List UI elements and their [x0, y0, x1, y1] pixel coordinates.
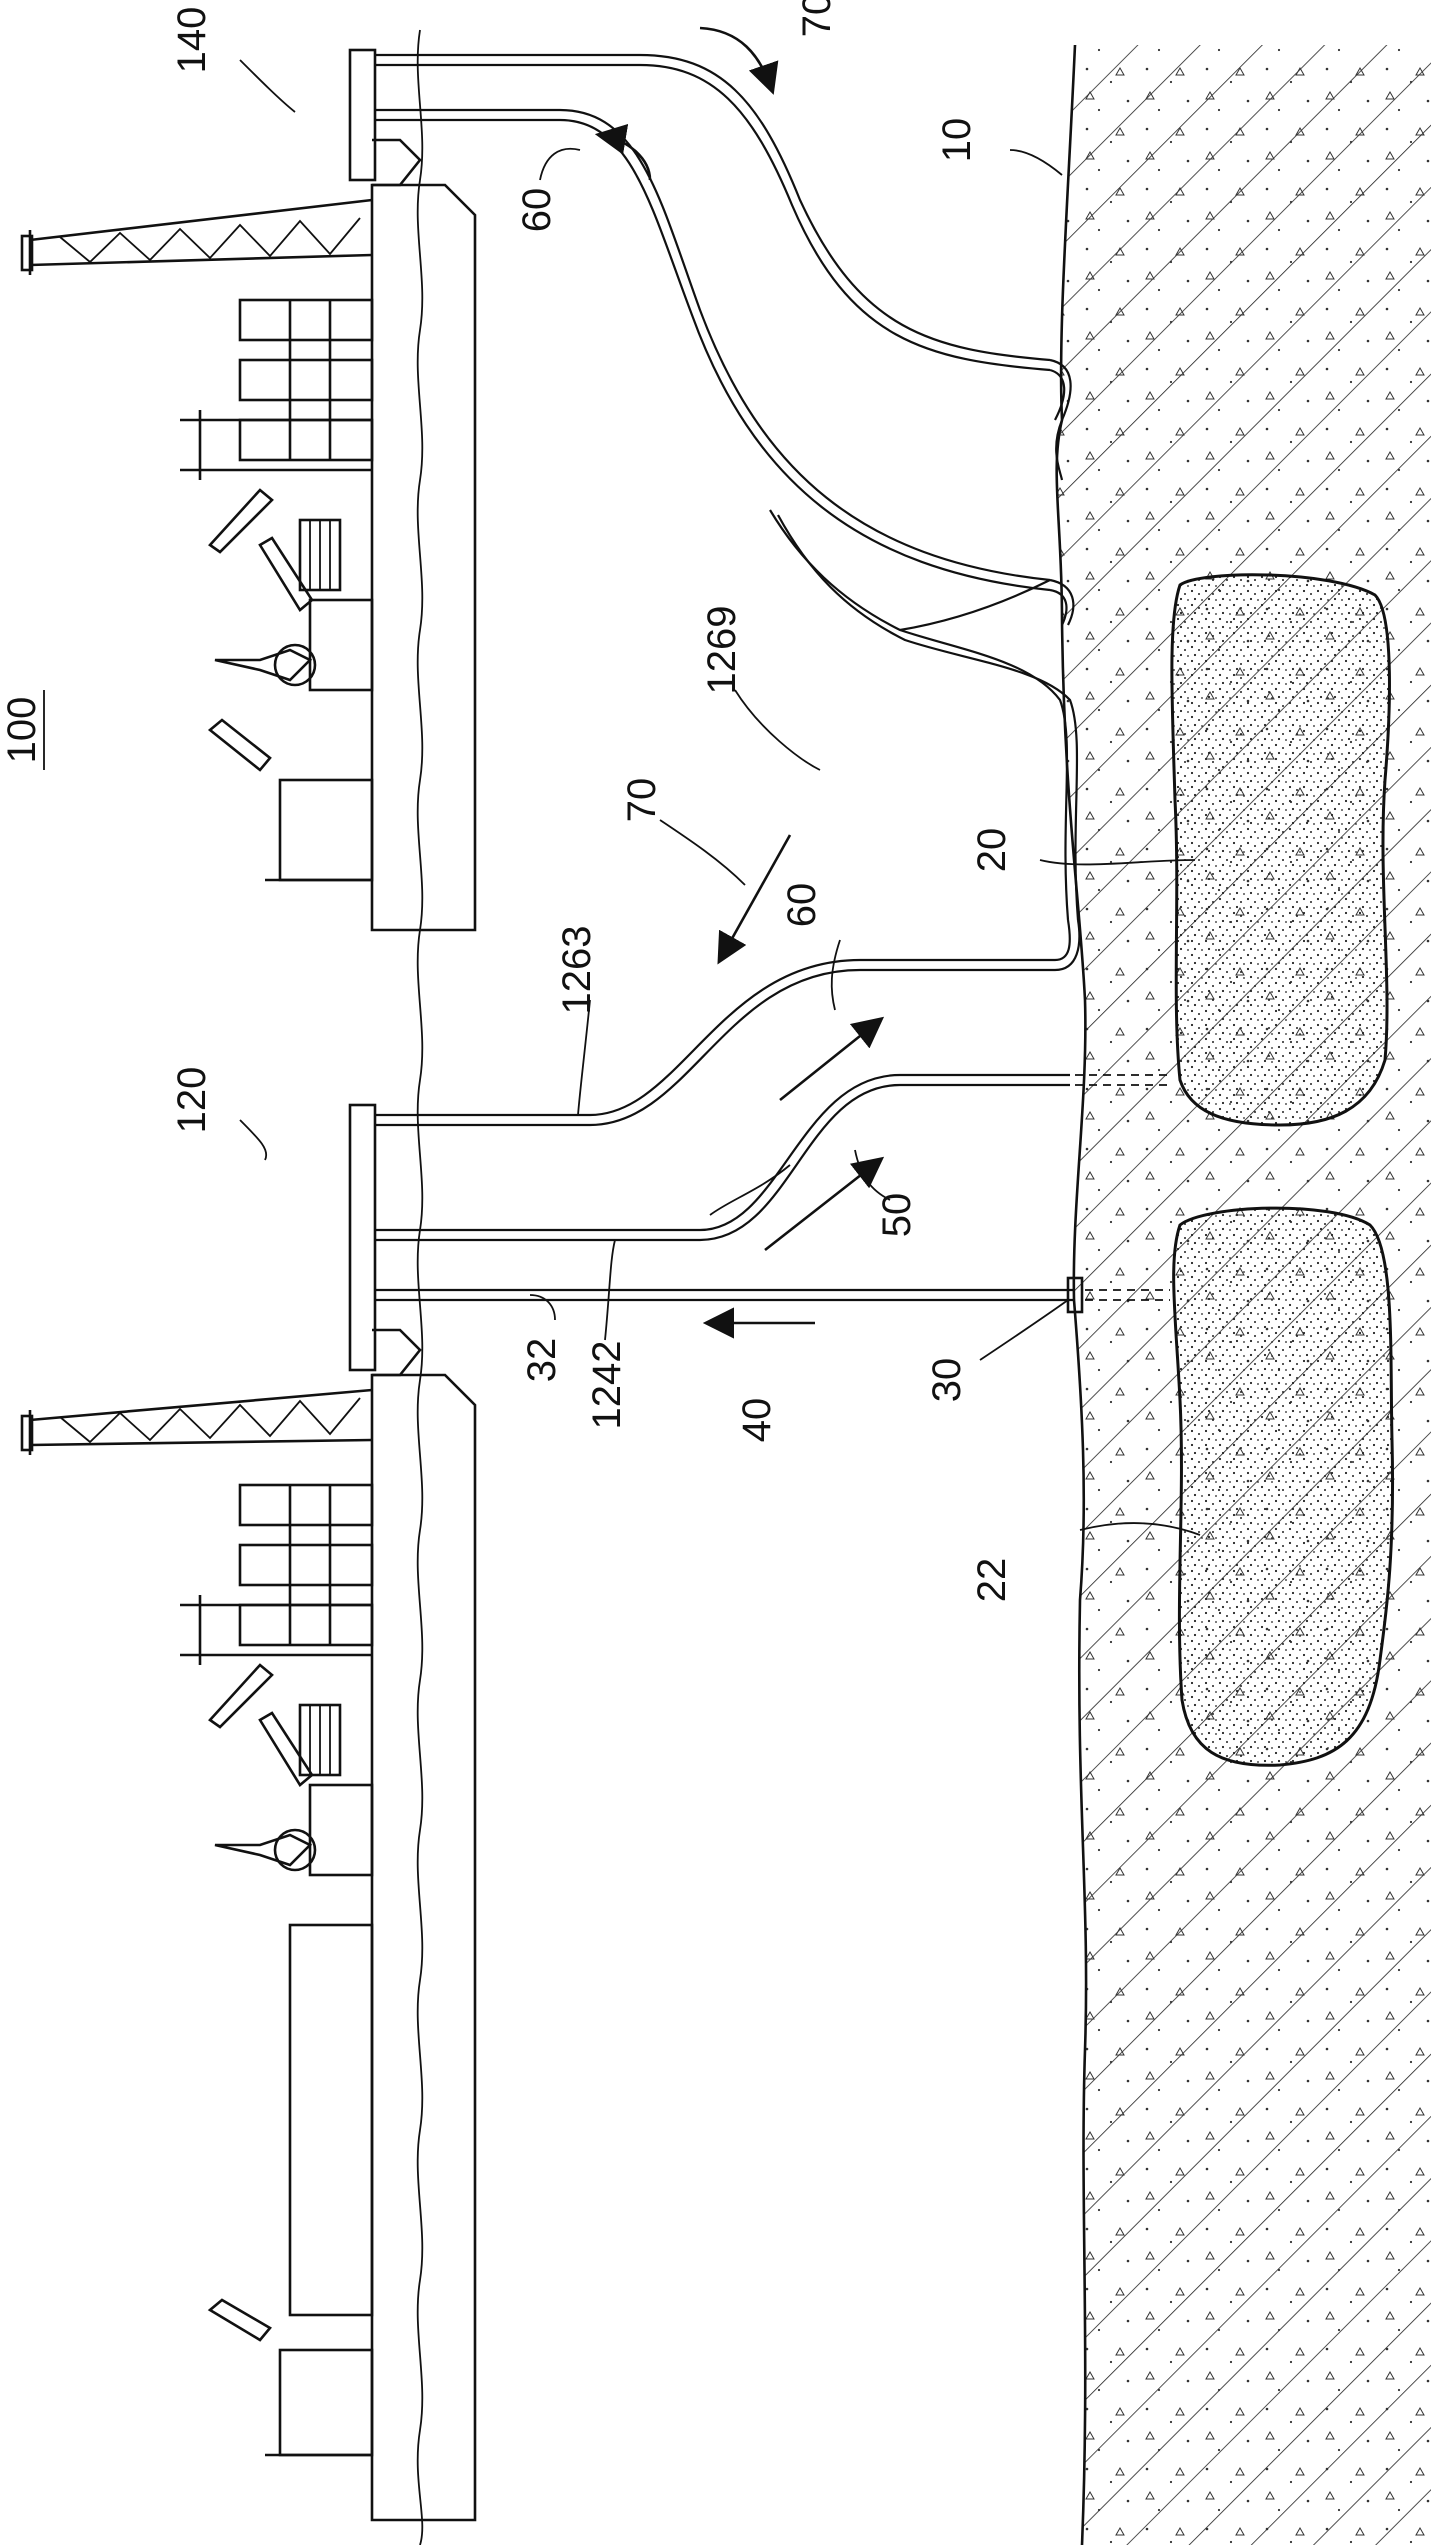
leader-lines	[240, 60, 1200, 1535]
arrow-70-upper	[700, 28, 772, 90]
label-120: 120	[170, 1067, 214, 1134]
derrick-upper	[22, 200, 372, 275]
vessel-lower	[22, 1105, 475, 2520]
label-70-upper: 70	[795, 0, 839, 37]
label-1242: 1242	[585, 1341, 629, 1430]
label-40: 40	[735, 1398, 779, 1443]
reservoir-lower	[1174, 1208, 1393, 1765]
arrow-60-lower	[780, 1020, 880, 1100]
label-70-lower: 70	[620, 778, 664, 823]
label-100: 100	[0, 697, 44, 764]
label-30: 30	[925, 1358, 969, 1403]
label-1269: 1269	[700, 606, 744, 695]
label-22: 22	[970, 1558, 1014, 1603]
riser-system	[375, 55, 1170, 1312]
label-60-lower: 60	[780, 883, 824, 928]
vessel-upper	[22, 50, 475, 930]
label-50: 50	[875, 1193, 919, 1238]
reservoir-upper	[1172, 575, 1390, 1125]
sea-surface	[418, 30, 423, 2545]
label-32: 32	[520, 1338, 564, 1383]
label-10: 10	[935, 118, 979, 163]
derrick-lower	[22, 1390, 372, 1455]
label-1263: 1263	[555, 926, 599, 1015]
label-60-upper: 60	[515, 188, 559, 233]
label-140: 140	[170, 7, 214, 74]
reference-labels: 100 140 120 10 20 22 30 32 1242 1263 126…	[0, 0, 1014, 1602]
label-20: 20	[970, 828, 1014, 873]
